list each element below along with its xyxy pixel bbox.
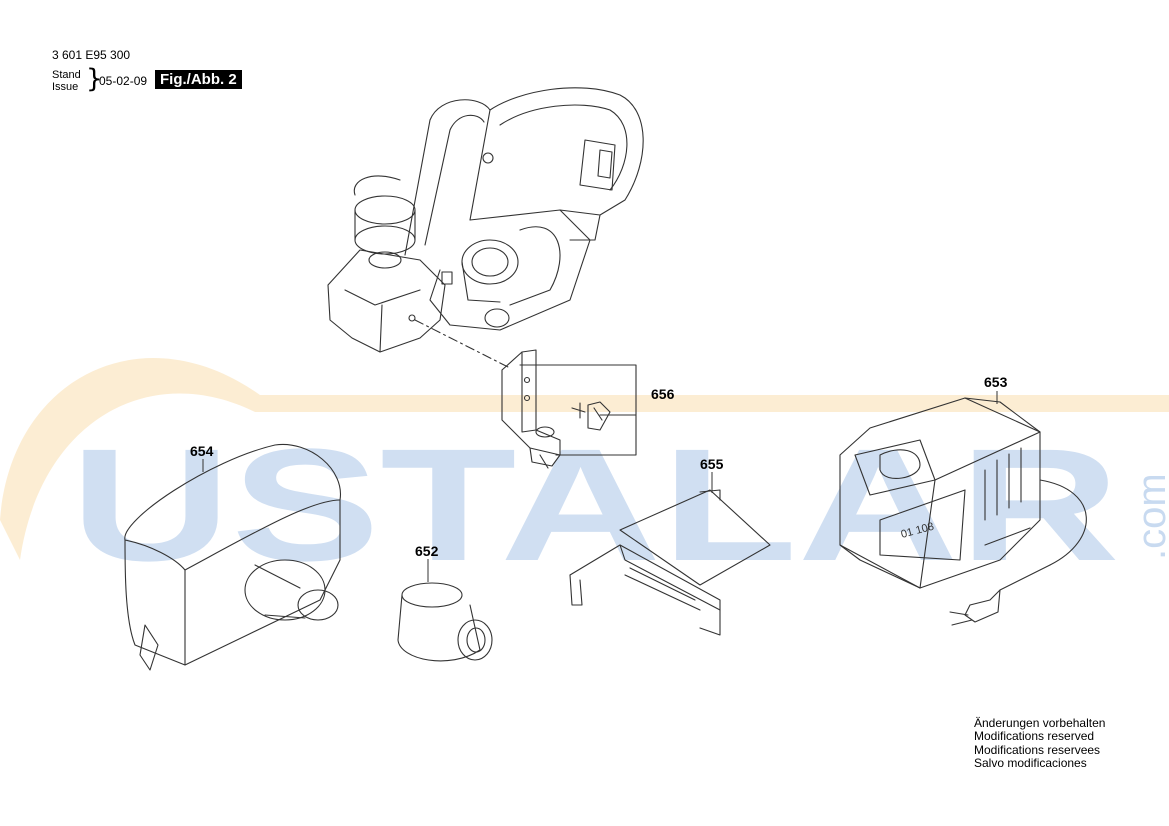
modification-notes: Änderungen vorbehalten Modifications res… bbox=[974, 716, 1106, 771]
brace-symbol: } bbox=[86, 64, 103, 94]
callout-656: 656 bbox=[651, 386, 675, 402]
figure-label: Fig./Abb. 2 bbox=[155, 70, 242, 89]
note-line: Modifications reservees bbox=[974, 742, 1101, 757]
callout-654: 654 bbox=[190, 443, 214, 459]
watermark-swoosh bbox=[0, 358, 1169, 560]
note-line: Modifications reserved bbox=[974, 729, 1095, 744]
note-line: Änderungen vorbehalten bbox=[974, 716, 1106, 730]
note-line: Salvo modificaciones bbox=[974, 756, 1087, 771]
watermark-text: USTALAR bbox=[70, 415, 1120, 594]
part-656-bracket bbox=[414, 319, 637, 469]
part-number: 3 601 E95 300 bbox=[52, 48, 131, 62]
part-655-guide bbox=[569, 489, 771, 636]
watermark-suffix: .com bbox=[1130, 473, 1169, 560]
issue-date: 05-02-09 bbox=[99, 74, 148, 88]
issue-block: Stand Issue } bbox=[52, 66, 103, 93]
callout-652: 652 bbox=[415, 543, 439, 559]
watermark: USTALAR .com bbox=[0, 358, 1169, 594]
part-652-adapter bbox=[397, 582, 493, 662]
callout-655: 655 bbox=[700, 456, 724, 472]
callout-653: 653 bbox=[984, 374, 1008, 390]
cordless-planer bbox=[327, 87, 644, 353]
part-654-dust-bag bbox=[124, 443, 341, 671]
stand-label: Stand bbox=[52, 69, 81, 81]
issue-label: Issue bbox=[52, 81, 79, 93]
